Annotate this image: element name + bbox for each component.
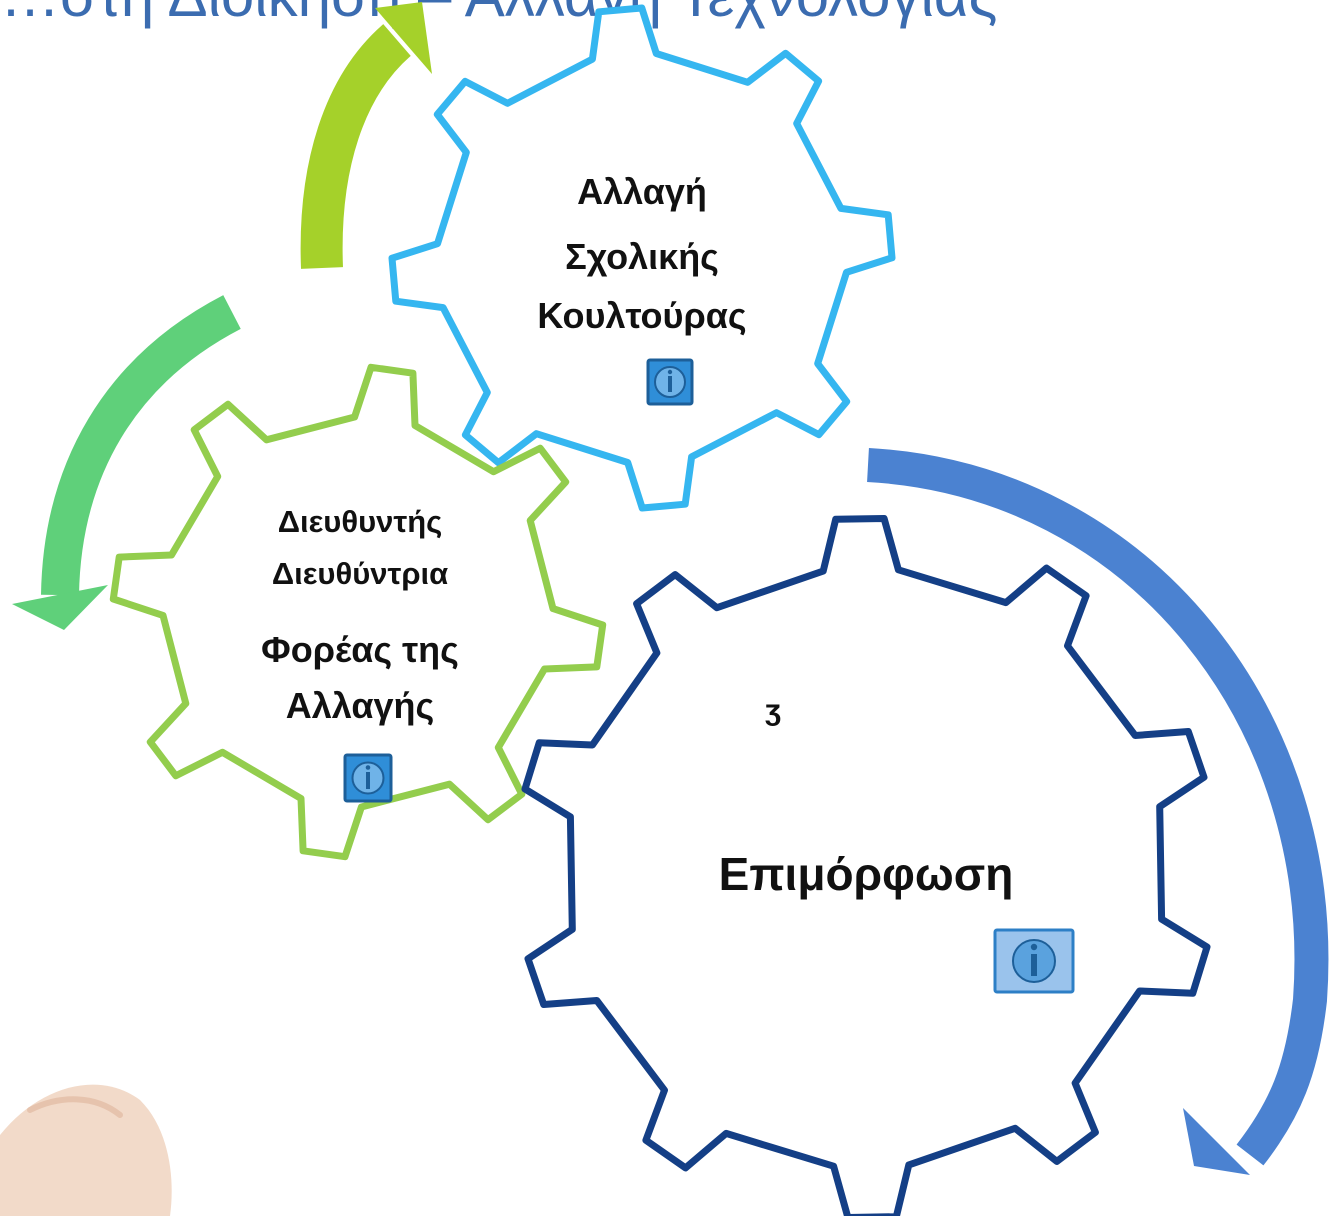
gear-culture: [388, 4, 896, 512]
arrow-top-head: [375, 2, 432, 74]
hand-photo-fragment: [0, 1084, 172, 1216]
info-button-culture[interactable]: [646, 358, 694, 406]
arrow-right: [867, 448, 1329, 1166]
gear-training-label: ʒ Επιμόρφωση: [719, 694, 1014, 900]
info-button-training[interactable]: [993, 928, 1075, 994]
arrow-left: [41, 295, 241, 596]
gear-leader-label-1: Φορέας της: [261, 629, 459, 670]
gear-culture-line-1: Αλλαγή: [577, 171, 707, 212]
arrow-top: [300, 24, 412, 269]
gear-leader-role-2: Διευθύντρια: [272, 556, 448, 591]
info-button-leader[interactable]: [343, 753, 393, 803]
gear-leader-label: Διευθυντής Διευθύντρια Φορέας της Αλλαγή…: [261, 504, 459, 726]
gear-leader-label-2: Αλλαγής: [286, 685, 434, 726]
gear-training-title: Επιμόρφωση: [719, 848, 1014, 900]
gear-training: [521, 515, 1211, 1216]
gear-culture-line-3: Κουλτούρας: [537, 295, 746, 336]
cycle-arrows: [12, 2, 1329, 1175]
gear-leader-role-1: Διευθυντής: [278, 504, 443, 539]
gear-training-glyph: ʒ: [765, 694, 781, 727]
arrow-right-head: [1183, 1108, 1250, 1175]
slide-title: …στη Διοίκηση – Αλλαγή Τεχνολογίας: [0, 0, 997, 29]
arrow-left-head: [12, 585, 108, 630]
gear-leader: [109, 363, 607, 861]
gear-culture-label: Αλλαγή Σχολικής Κουλτούρας: [537, 171, 746, 336]
gear-culture-line-2: Σχολικής: [565, 236, 719, 277]
hand-photo-shadow: [27, 1096, 123, 1118]
